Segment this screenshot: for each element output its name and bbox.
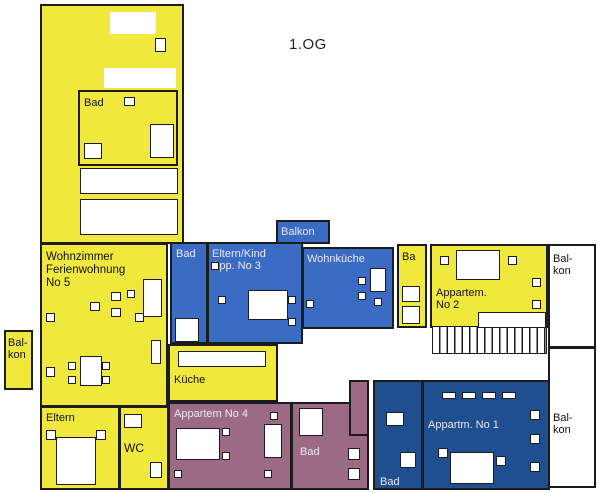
room-bad-navy (373, 380, 423, 490)
fixture-block (174, 470, 182, 478)
fixture-block (299, 408, 323, 436)
fixture-block (124, 97, 135, 106)
fixture-block (386, 412, 404, 426)
fixture-block (402, 286, 420, 302)
fixture-block (450, 452, 494, 484)
fixture-block (46, 367, 55, 377)
room-label-eltern-kind: Eltern/Kind App. No 3 (212, 248, 266, 272)
fixture-block (110, 12, 156, 34)
fixture-block (496, 456, 506, 466)
room-balkon-left (4, 330, 33, 390)
fixture-block (306, 300, 314, 308)
fixture-block (211, 262, 219, 270)
fixture-block (288, 296, 296, 304)
room-label-appartem-4: Appartem No 4 (174, 408, 248, 420)
room-label-wc: WC (124, 441, 144, 455)
fixture-block (264, 424, 282, 458)
room-label-eltern: Eltern (46, 412, 75, 424)
fixture-block (80, 356, 102, 386)
fixture-block (348, 448, 360, 460)
fixture-block (358, 292, 366, 300)
fixture-block (530, 462, 540, 472)
fixture-block (111, 292, 121, 301)
fixture-block (502, 392, 516, 399)
fixture-block (270, 412, 278, 420)
fixture-block (532, 300, 541, 309)
fixture-block (46, 430, 56, 440)
fixture-block (530, 434, 540, 444)
fixture-block (348, 468, 360, 480)
room-label-balkon-left: Bal- kon (8, 337, 28, 361)
fixture-block (442, 392, 456, 399)
fixture-block (127, 290, 135, 298)
room-label-bad-left: Bad (176, 248, 196, 260)
fixture-block (124, 414, 142, 428)
room-label-appartem-1: Appartm. No 1 (428, 419, 499, 431)
fixture-block (150, 124, 174, 158)
fixture-block (111, 308, 121, 317)
fixture-block (248, 290, 288, 320)
fixture-block (478, 312, 546, 328)
room-label-bad-mauve: Bad (300, 446, 320, 458)
fixture-block (222, 428, 230, 436)
fixture-block (400, 452, 416, 468)
fixture-block (462, 392, 476, 399)
fixture-block (135, 313, 144, 322)
fixture-block (370, 268, 386, 292)
floor-title: 1.OG (289, 36, 327, 53)
room-label-balkon-top: Balkon (281, 226, 315, 238)
fixture-block (222, 452, 230, 460)
room-balkon-top (276, 220, 330, 244)
fixture-block (84, 143, 102, 159)
fixture-block (102, 376, 110, 384)
fixture-block (56, 437, 96, 485)
fixture-block (46, 313, 55, 322)
fixture-block (264, 470, 272, 478)
room-label-balkon-right-top: Bal- kon (553, 253, 573, 277)
fixture-block (102, 362, 110, 370)
room-label-ba: Ba (402, 251, 416, 263)
fixture-block (440, 256, 449, 265)
fixture-block (150, 462, 162, 478)
room-mauve-upper-block (349, 380, 369, 436)
fixture-block (80, 168, 178, 194)
fixture-block (68, 362, 76, 370)
room-label-appartem-2: Appartem. No 2 (436, 287, 487, 311)
fixture-block (456, 250, 500, 280)
fixture-block (438, 448, 448, 458)
fixture-block (80, 199, 178, 235)
fixture-block (374, 298, 382, 306)
fixture-block (155, 38, 166, 52)
fixture-block (175, 318, 199, 342)
fixture-block (530, 410, 540, 420)
fixture-block (178, 351, 266, 367)
fixture-block (68, 376, 76, 384)
room-label-wohnzimmer: Wohnzimmer Ferienwohnung No 5 (46, 251, 126, 289)
fixture-block (482, 392, 496, 399)
room-label-kueche: Küche (174, 374, 206, 386)
fixture-block (151, 340, 161, 364)
fixture-block (104, 68, 176, 88)
fixture-block (532, 278, 541, 287)
fixture-block (90, 302, 100, 311)
room-label-bad-navy: Bad (380, 476, 400, 488)
fixture-block (143, 279, 162, 317)
fixture-block (218, 296, 226, 304)
room-label-wohnkueche: Wohnküche (307, 253, 365, 265)
room-label-balkon-right-bottom: Bal- kon (553, 412, 573, 436)
fixture-block (508, 256, 517, 265)
fixture-block (288, 318, 296, 326)
fixture-block (358, 277, 366, 285)
room-label-bad-top: Bad (84, 97, 104, 109)
fixture-block (402, 306, 420, 324)
fixture-block (176, 428, 220, 460)
staircase (432, 326, 547, 354)
fixture-block (96, 430, 106, 440)
